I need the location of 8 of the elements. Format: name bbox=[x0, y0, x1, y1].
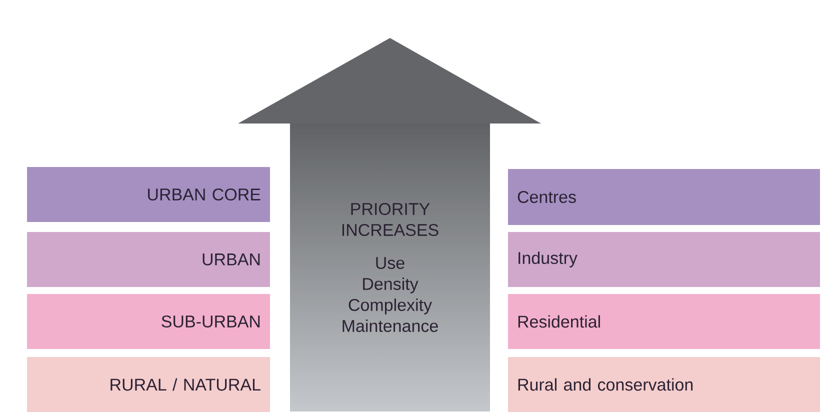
zone-band: URBAN CORE bbox=[27, 167, 270, 222]
zone-band: URBAN bbox=[27, 232, 270, 287]
land-use-band: Centres bbox=[508, 169, 820, 225]
zone-band: SUB-URBAN bbox=[27, 294, 270, 349]
land-use-band: Residential bbox=[508, 294, 820, 349]
land-use-band: Industry bbox=[508, 232, 820, 287]
land-use-band: Rural and conservation bbox=[508, 356, 820, 412]
zone-band: RURAL / NATURAL bbox=[27, 356, 270, 412]
